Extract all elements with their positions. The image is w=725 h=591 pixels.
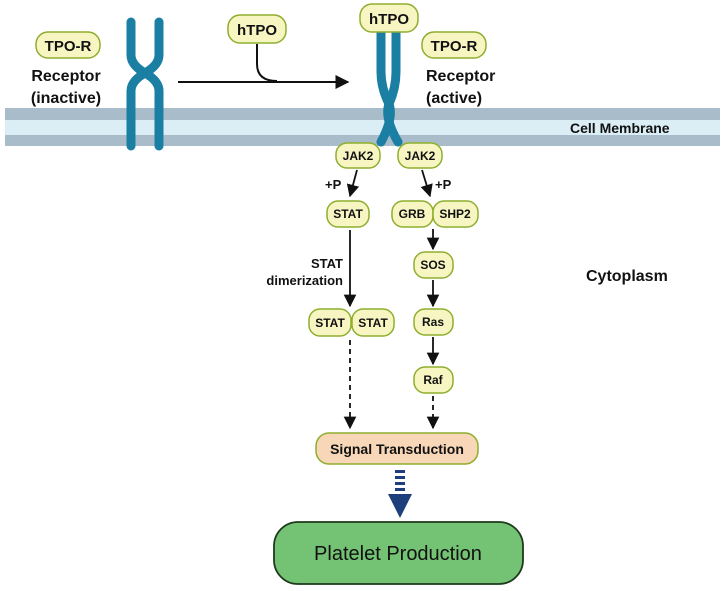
plus-p-left: +P (325, 177, 342, 192)
big-down-arrow (388, 470, 412, 518)
grb-node: GRB (391, 200, 434, 228)
phosphorylation-arrow-left (346, 169, 360, 198)
cell-membrane (5, 108, 720, 146)
jak2-right-label: JAK2 (405, 149, 436, 163)
grb-label: GRB (399, 207, 426, 221)
plus-p-right: +P (435, 177, 452, 192)
stat-label: STAT (333, 207, 363, 221)
stat-dimerization-line1: STAT (311, 256, 343, 271)
htpo-bound-badge: hTPO (359, 3, 419, 33)
tpo-r-badge-left: TPO-R (35, 31, 101, 59)
jak2-right-node: JAK2 (397, 142, 443, 169)
ras-node: Ras (413, 308, 454, 336)
raf-label: Raf (423, 373, 443, 387)
receptor-inactive (126, 17, 164, 151)
tpo-r-label-left: TPO-R (45, 38, 92, 55)
platelet-production-label: Platelet Production (314, 543, 482, 565)
tpo-r-label-right: TPO-R (431, 38, 478, 55)
platelet-production-node: Platelet Production (273, 521, 524, 585)
cytoplasm-label: Cytoplasm (586, 268, 668, 285)
phosphorylation-arrow-right (420, 169, 433, 198)
stat-dimerization-line2: dimerization (266, 273, 343, 288)
sos-label: SOS (420, 258, 445, 272)
jak2-left-node: JAK2 (335, 142, 381, 169)
stat-dimer-b: STAT (351, 308, 395, 337)
signal-transduction-node: Signal Transduction (315, 432, 479, 465)
htpo-ligand-badge: hTPO (227, 14, 287, 44)
ras-label: Ras (422, 315, 444, 329)
receptor-label-left: Receptor (31, 68, 100, 85)
inactive-label: (inactive) (31, 90, 101, 107)
htpo-ligand-label: hTPO (237, 22, 277, 39)
shp2-label: SHP2 (439, 207, 471, 221)
jak2-left-label: JAK2 (343, 149, 374, 163)
receptor-active (376, 25, 403, 147)
signal-transduction-label: Signal Transduction (330, 441, 464, 457)
tpo-r-badge-right: TPO-R (421, 31, 487, 59)
sos-node: SOS (413, 251, 454, 279)
receptor-label-right: Receptor (426, 68, 495, 85)
stat-dimer-a-label: STAT (315, 316, 345, 330)
raf-node: Raf (413, 366, 454, 394)
htpo-bound-label: hTPO (369, 11, 409, 28)
stat-node: STAT (326, 200, 370, 228)
cell-membrane-label: Cell Membrane (570, 120, 670, 136)
stat-dimer-a: STAT (308, 308, 352, 337)
ligand-binding-arrow (256, 44, 278, 82)
stat-dimer-b-label: STAT (358, 316, 388, 330)
active-label: (active) (426, 90, 482, 107)
shp2-node: SHP2 (432, 200, 479, 228)
